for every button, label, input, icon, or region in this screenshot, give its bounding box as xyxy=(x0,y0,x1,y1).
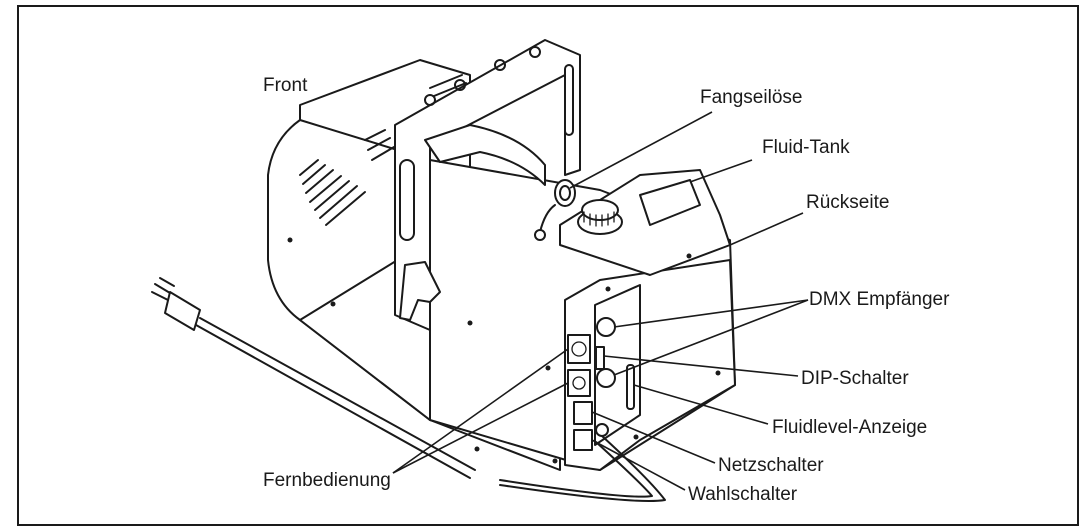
leader-fluid-tank xyxy=(689,159,753,183)
leader-lines xyxy=(392,111,809,491)
leader-fernbedienung-1 xyxy=(392,348,569,474)
bracket-knob xyxy=(399,261,441,321)
leader-fluidlevel xyxy=(633,384,769,425)
back-panel-plate xyxy=(594,284,641,446)
leader-rueckseite xyxy=(729,212,804,246)
selector-switch xyxy=(573,429,593,451)
label-netzschalter: Netzschalter xyxy=(718,455,824,476)
bracket-slot-left xyxy=(399,159,415,241)
fluidlevel-window xyxy=(626,364,635,410)
remote-socket-1 xyxy=(567,334,591,364)
label-rueckseite: Rückseite xyxy=(806,192,889,213)
safety-cable xyxy=(539,204,556,233)
dmx-socket-lower xyxy=(596,368,616,388)
machine-back-panel xyxy=(564,259,736,471)
label-fluid-tank: Fluid-Tank xyxy=(762,137,850,158)
bracket-slot-right xyxy=(564,64,574,136)
power-cable-entry xyxy=(595,423,609,437)
callout-labels: Front Fangseilöse Fluid-Tank Rückseite D… xyxy=(263,75,950,505)
leader-dmx-lower xyxy=(613,299,809,376)
power-switch xyxy=(573,401,593,425)
fog-machine-illustration xyxy=(151,39,736,502)
label-fernbedienung: Fernbedienung xyxy=(263,470,391,491)
label-fluidlevel-anzeige: Fluidlevel-Anzeige xyxy=(772,417,927,438)
power-plug xyxy=(164,291,201,331)
label-dip-schalter: DIP-Schalter xyxy=(801,368,909,389)
label-wahlschalter: Wahlschalter xyxy=(688,484,798,505)
tank-handle-opening xyxy=(639,179,701,226)
power-cord-left-a xyxy=(199,317,476,471)
dmx-socket-upper xyxy=(596,317,616,337)
leader-wahlschalter xyxy=(591,439,686,491)
leader-fernbedienung-2 xyxy=(392,382,569,474)
power-cord-back-a xyxy=(499,435,666,502)
label-dmx-empfaenger: DMX Empfänger xyxy=(809,289,950,310)
leader-fangseiloese xyxy=(569,111,713,189)
leader-netzschalter xyxy=(591,411,716,464)
dip-switch-block xyxy=(595,346,605,370)
safety-eyelet xyxy=(554,179,576,207)
power-cord-left-b xyxy=(195,324,471,479)
diagram-frame xyxy=(17,5,1079,526)
label-fangseiloese: Fangseilöse xyxy=(700,87,802,108)
leader-dmx-upper xyxy=(613,299,809,328)
carry-handle xyxy=(424,124,546,186)
remote-socket-2 xyxy=(567,369,591,397)
front-vents xyxy=(364,74,467,161)
label-front: Front xyxy=(263,75,308,96)
leader-dip xyxy=(603,355,799,377)
side-vents xyxy=(299,159,366,226)
